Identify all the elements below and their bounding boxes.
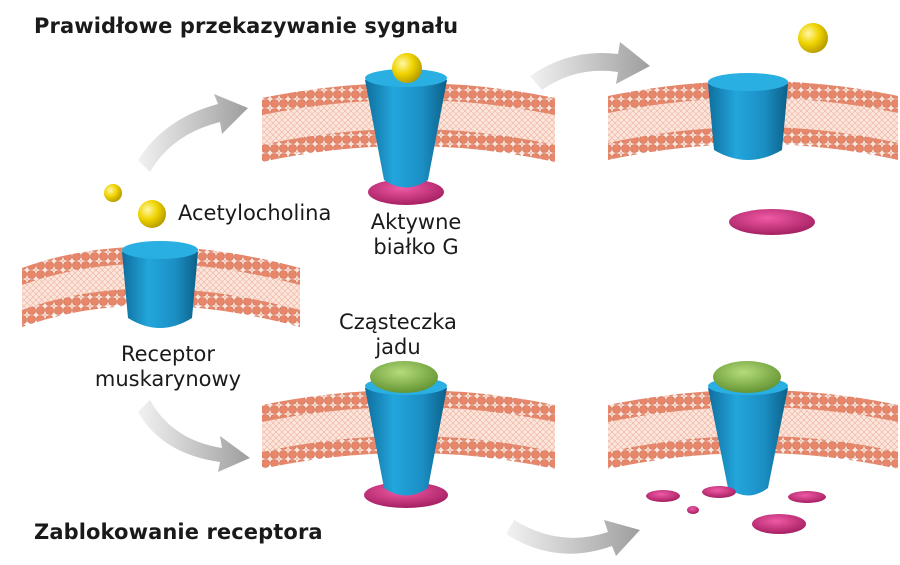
venom-molecule-bound [713,361,781,393]
arrow-top-right [530,42,650,90]
label-venom-molecule: Cząsteczka jadu [328,310,468,360]
label-receptor-line2: muskarynowy [94,367,242,391]
label-venom-line1: Cząsteczka [339,310,457,334]
arrow-up-left [138,94,248,172]
receptor-top-right [708,73,788,160]
g-protein-released [729,209,815,235]
label-active-g-protein: Aktywne białko G [356,210,476,260]
acetylcholine-released [798,23,828,53]
acetylcholine-molecule-small [104,184,122,202]
venom-molecule [370,361,438,393]
acetylcholine-bound [392,53,422,83]
acetylcholine-molecule [138,200,166,228]
receptor-bottom-middle [365,377,447,496]
title-receptor-blocking: Zablokowanie receptora [34,520,323,544]
label-active-g-protein-line1: Aktywne [370,210,462,234]
g-protein-attached [368,179,444,205]
label-active-g-protein-line2: białko G [373,235,459,259]
receptor-bottom-right [708,377,788,496]
arrow-bottom-right [506,520,640,556]
title-normal-signaling: Prawidłowe przekazywanie sygnału [34,14,459,38]
label-venom-line2: jadu [375,335,421,359]
label-acetylcholine: Acetylocholina [178,201,332,225]
receptor-left [122,241,198,328]
g-protein-fragments [646,486,826,534]
label-receptor-line1: Receptor [120,342,216,366]
receptor-top-middle [365,69,447,188]
label-muscarinic-receptor: Receptor muskarynowy [68,342,268,392]
arrow-down-left [138,400,250,472]
